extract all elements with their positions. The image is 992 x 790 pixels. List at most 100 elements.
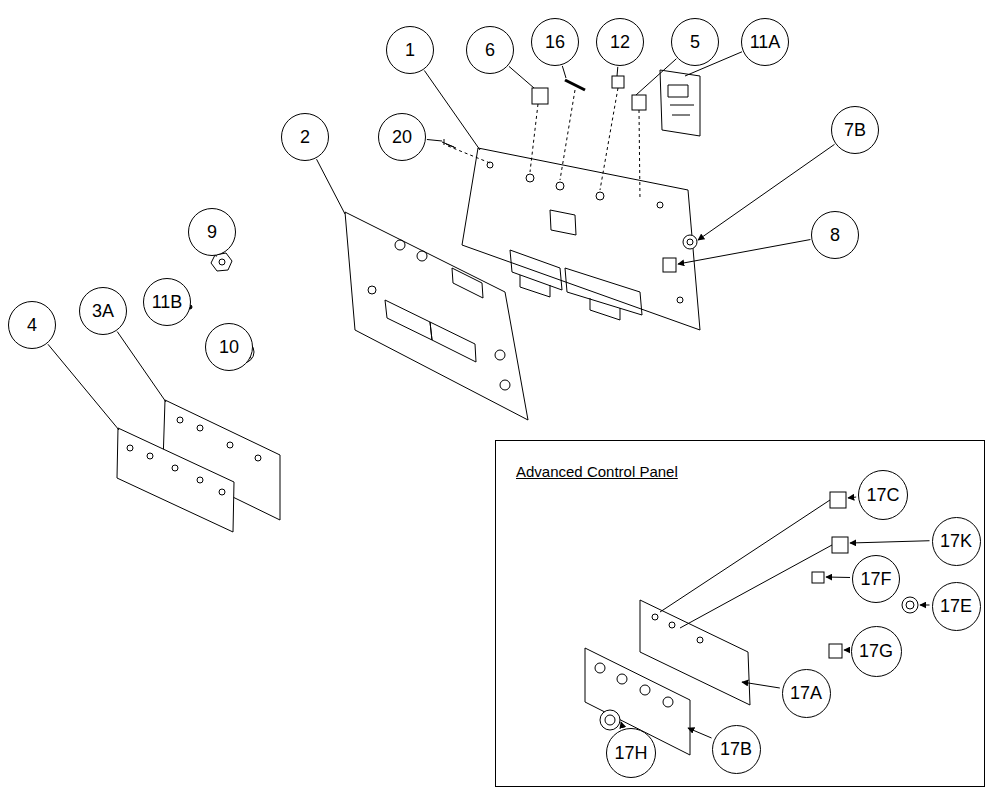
hole (500, 380, 510, 390)
leader-line (920, 605, 930, 606)
callout-bubble: 17H (606, 728, 656, 778)
indicator (902, 597, 918, 613)
callout-number: 17G (859, 642, 893, 660)
cutout (452, 268, 483, 298)
callout-bubble: 17G (851, 626, 902, 677)
callout-number: 10 (219, 338, 239, 356)
callout-bubble: 16 (531, 18, 579, 66)
leader-line (621, 722, 623, 727)
hole (487, 162, 493, 168)
leader-line (427, 139, 442, 141)
bracket (663, 258, 676, 272)
callout-number: 4 (27, 316, 37, 334)
mount-tab (520, 275, 620, 320)
inset-title: Advanced Control Panel (514, 463, 680, 480)
callout-number: 2 (300, 128, 310, 146)
callout-number: 12 (610, 33, 630, 51)
callout-bubble: 2 (281, 113, 329, 161)
assembly-line (530, 104, 538, 172)
callout-number: 11A (750, 33, 781, 51)
callout-number: 17B (720, 740, 752, 758)
callout-bubble: 11A (741, 18, 789, 66)
leader-line (617, 67, 619, 76)
assembly-line (600, 88, 618, 190)
callout-number: 17F (860, 570, 891, 588)
callout-bubble: 17K (932, 517, 981, 566)
callout-number: 9 (207, 223, 217, 241)
hole (368, 286, 376, 294)
leader-line (636, 59, 676, 95)
callout-number: 16 (545, 33, 565, 51)
leader-line (509, 66, 534, 88)
leader-line (844, 650, 849, 651)
leader-line (424, 70, 480, 150)
hole (395, 240, 405, 250)
board-detail (668, 85, 694, 115)
hole (526, 174, 534, 182)
circuit-board (660, 70, 700, 136)
hole (556, 182, 564, 190)
cutout (550, 210, 576, 235)
callout-number: 20 (392, 128, 412, 146)
hole (596, 192, 604, 200)
callout-number: 5 (690, 33, 700, 51)
hole (417, 251, 427, 261)
switch (532, 88, 548, 104)
knob (600, 710, 620, 730)
callout-bubble: 20 (378, 113, 426, 161)
callout-bubble: 17C (858, 470, 908, 520)
callout-bubble: 17E (932, 582, 981, 631)
callout-number: 17E (940, 597, 972, 615)
switch (830, 492, 846, 508)
callout-bubble: 7B (831, 106, 879, 154)
pin (565, 80, 585, 90)
leader-line (688, 728, 712, 738)
callout-number: 7B (844, 121, 866, 139)
callout-number: 3A (92, 302, 114, 320)
assembly-line (639, 110, 640, 200)
callout-number: 1 (405, 41, 415, 59)
callout-bubble: 1 (386, 26, 434, 74)
assembly-line (448, 146, 490, 163)
cutout (565, 268, 642, 315)
callout-number: 6 (485, 41, 495, 59)
label-plate (117, 428, 234, 532)
leader-line (562, 66, 566, 78)
hole (495, 350, 505, 360)
cutout (510, 250, 562, 290)
callout-bubble: 9 (188, 208, 236, 256)
callout-number: 11B (152, 293, 183, 311)
jack (612, 76, 624, 88)
leader-line (678, 240, 810, 264)
leader-line (48, 344, 119, 430)
callout-bubble: 4 (8, 301, 56, 349)
cutout (385, 300, 432, 340)
assembly-line (560, 90, 575, 180)
callout-bubble: 17B (712, 725, 761, 774)
bracket (829, 644, 842, 658)
callout-bubble: 6 (466, 26, 514, 74)
jack (812, 572, 824, 583)
cutout (430, 322, 476, 362)
leader-line (826, 577, 850, 578)
callout-number: 17C (866, 486, 899, 504)
back-plate (462, 148, 700, 330)
indicator (683, 235, 697, 249)
callout-bubble: 5 (671, 18, 719, 66)
switch (632, 95, 646, 110)
callout-number: 17H (614, 744, 647, 762)
callout-bubble: 11B (143, 278, 191, 326)
inset-panel: Advanced Control Panel 17C 17K 17F 17E 17G 17A… (495, 440, 985, 787)
callout-bubble: 10 (205, 323, 253, 371)
indicator (687, 239, 693, 245)
leader-line (850, 541, 930, 543)
nut-hole (219, 259, 225, 265)
callout-bubble: 17A (782, 669, 831, 718)
hole (657, 202, 663, 208)
callout-number: 8 (830, 226, 840, 244)
callout-bubble: 12 (596, 18, 644, 66)
callout-bubble: 17F (852, 555, 900, 603)
leader-line (117, 332, 166, 402)
leader-line (191, 305, 192, 306)
callout-bubble: 3A (79, 287, 127, 335)
